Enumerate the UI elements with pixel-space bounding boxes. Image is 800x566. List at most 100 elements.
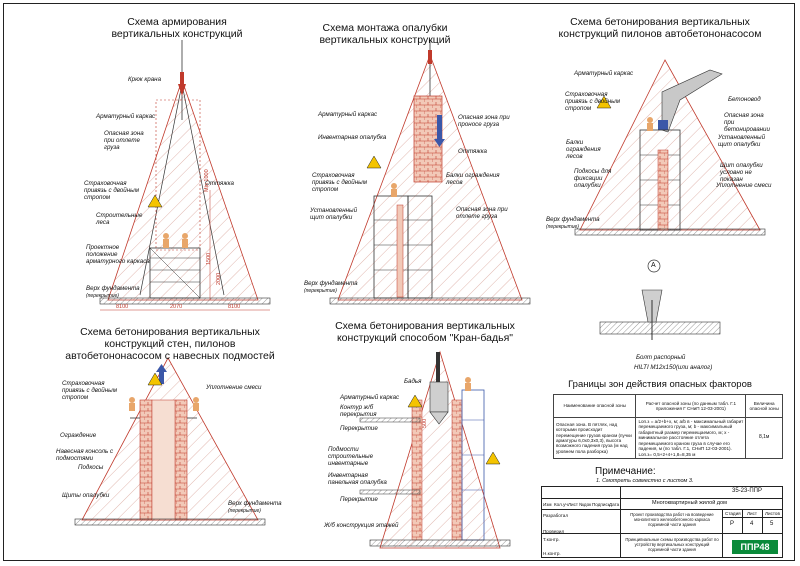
label-cage: Арматурный каркас: [96, 113, 156, 120]
label-harness-3: Страховочная привязь с двойным стропом: [565, 91, 620, 112]
label-pull-1: Оттяжка: [205, 180, 234, 187]
label-top-foundation-2: Верх фундамента: [304, 280, 358, 287]
dim-w3: 8100: [228, 304, 241, 310]
stamp-sheets: 5: [770, 521, 774, 527]
label-fence: Ограждение: [60, 432, 97, 439]
label-hook: Крюк крана: [128, 76, 162, 83]
label-top-foundation-3: Верх фундамента: [546, 216, 600, 223]
table-row: Опасная зона. В пятлях, над которыми про…: [552, 417, 783, 459]
label-shield: Установленный щит опалубки: [310, 207, 358, 221]
diagram-bucket: [359, 350, 511, 549]
label-zone: Опасная зона при отлете груза: [104, 130, 144, 151]
dim-w1: 8100: [116, 304, 129, 310]
label-vibration-4: Уплотнение смеси: [206, 384, 262, 391]
label-slab-3: (перекрытие): [546, 224, 579, 230]
title-hazard-zones: Границы зон действия опасных факторов: [568, 379, 752, 390]
label-harness-4: Страховочная привязь с двойным стропом: [62, 380, 117, 401]
stamp-sheet: 4: [750, 521, 754, 527]
label-form: Инвентарная опалубка: [318, 134, 387, 141]
stamp-role: Проверил: [543, 529, 565, 534]
title-formwork: Схема монтажа опалубки вертикальных конс…: [319, 22, 451, 46]
stamp-col: №док: [579, 502, 592, 507]
stamp-object: Многоквартирный жилой дом: [652, 500, 727, 506]
stamp-code: 35-23-ППР: [732, 488, 762, 494]
table-header: Величина опасной зоны: [745, 394, 783, 418]
diagram-formwork: [329, 40, 531, 305]
label-zone-fly: Опасная зона при отлете груза: [456, 206, 508, 220]
label-harness: Страховочная привязь с двойным стропом: [84, 180, 139, 201]
label-rc-5: Ж/б конструкция этажей: [324, 522, 399, 529]
label-floor-5: Перекрытие: [340, 425, 378, 432]
label-shield-3: Установленный щит опалубки: [718, 134, 766, 148]
label-beams-3: Балки ограждения лесов: [566, 139, 601, 160]
stamp-col: Лист: [568, 502, 578, 507]
stamp-role: Разработал: [543, 513, 569, 518]
label-zone-3: Опасная зона при бетонировании: [724, 112, 770, 133]
table-header: Расчет опасной зоны (по данным табл. Г.1…: [635, 394, 747, 418]
label-struts-3: Подкосы для фиксации опалубки: [574, 168, 612, 189]
label-top-foundation-4: Верх фундамента: [228, 500, 282, 507]
stamp-stage: Р: [730, 521, 735, 527]
diagram-pump: [574, 59, 766, 340]
label-cage-3: Арматурный каркас: [574, 70, 634, 77]
table-cell: Опасная зона. В пятлях, над которыми про…: [552, 417, 637, 459]
stamp-sheet-header: Лист: [747, 511, 757, 516]
title-pump: Схема бетонирования вертикальных констру…: [558, 16, 762, 40]
sheet-frame: [3, 3, 795, 561]
label-top-foundation-1: Верх фундамента: [86, 285, 140, 292]
label-pipe: Бетоновод: [728, 96, 761, 103]
label-shields-4: Щиты опалубки: [62, 492, 110, 499]
company-logo: ППР48: [732, 540, 778, 554]
dim-h2: 2000: [216, 272, 222, 285]
stamp-col: Подпись: [592, 502, 611, 507]
notes-text: 1. Смотреть совместно с листом 3.: [596, 478, 694, 484]
label-floor2-5: Перекрытие: [340, 496, 378, 503]
label-bolt: Болт распорный: [636, 354, 686, 361]
hazard-table: Наименование опасной зоны Расчет опасной…: [552, 394, 783, 459]
title-bucket: Схема бетонирования вертикальных констру…: [335, 320, 515, 344]
label-design-position: Проектное положение арматурного каркаса: [86, 244, 150, 265]
title-hanging: Схема бетонирования вертикальных констру…: [65, 326, 275, 362]
label-bolt-spec: HILTI M12x150(или аналог): [634, 364, 713, 371]
label-pull-2: Оттяжка: [458, 148, 487, 155]
label-cage-2: Арматурный каркас: [318, 111, 378, 118]
dim-h-5: 500: [422, 418, 428, 428]
dim-h1: 1500: [206, 252, 212, 265]
title-block: 35-23-ППР Многоквартирный жилой дом Изм …: [541, 486, 783, 558]
notes-heading: Примечание:: [595, 466, 656, 477]
stamp-col: Изм: [543, 502, 552, 507]
diagram-hanging: [74, 357, 266, 526]
table-header-row: Наименование опасной зоны Расчет опасной…: [552, 394, 783, 418]
label-scaffold: Строительные леса: [96, 212, 143, 226]
dim-w2: 2070: [170, 304, 183, 310]
label-mark-a: А: [651, 262, 656, 269]
table-cell: 8,1м: [745, 417, 783, 459]
stamp-desc-2: Принципиальные схемы производства работ …: [625, 537, 719, 552]
label-struts-4: Подкосы: [78, 464, 104, 471]
title-armature: Схема армирования вертикальных конструкц…: [111, 16, 243, 40]
stamp-col: Кол.уч: [554, 502, 568, 507]
diagram-armature: [99, 40, 271, 311]
stamp-desc-1: Проект производства работ на возведение …: [630, 512, 714, 527]
label-cage-5: Арматурный каркас: [340, 394, 400, 401]
label-slab-2: (перекрытие): [304, 288, 337, 294]
label-zone-move: Опасная зона при проносе груза: [458, 114, 510, 128]
stamp-stage-header: Стадия: [725, 511, 741, 516]
label-harness-2: Страховочная привязь с двойным стропом: [312, 172, 367, 193]
stamp-role: Т.контр.: [543, 537, 560, 542]
label-panel-5: Инвентарная панельная опалубка: [328, 472, 387, 486]
table-header: Наименование опасной зоны: [552, 394, 637, 418]
label-shield-hidden: Щит опалубки условно не показан: [720, 162, 763, 183]
stamp-sheets-header: Листов: [765, 511, 780, 516]
stamp-col: Дата: [609, 502, 620, 507]
stamp-role: Н.контр.: [543, 551, 561, 556]
label-contour: Контур ж/б перекрытия: [340, 404, 377, 418]
label-console: Навесная консоль с подмостями: [56, 448, 114, 462]
label-scaffold-5: Подмости строительные инвентарные: [328, 446, 374, 467]
label-vibration-3: Уплотнение смеси: [716, 182, 772, 189]
label-slab-1: (перекрытие): [86, 293, 119, 299]
table-cell: Lоп.з = a/2+b+x, м; a/b в - максимальный…: [635, 417, 747, 459]
dim-min: Min 1000: [204, 169, 210, 192]
